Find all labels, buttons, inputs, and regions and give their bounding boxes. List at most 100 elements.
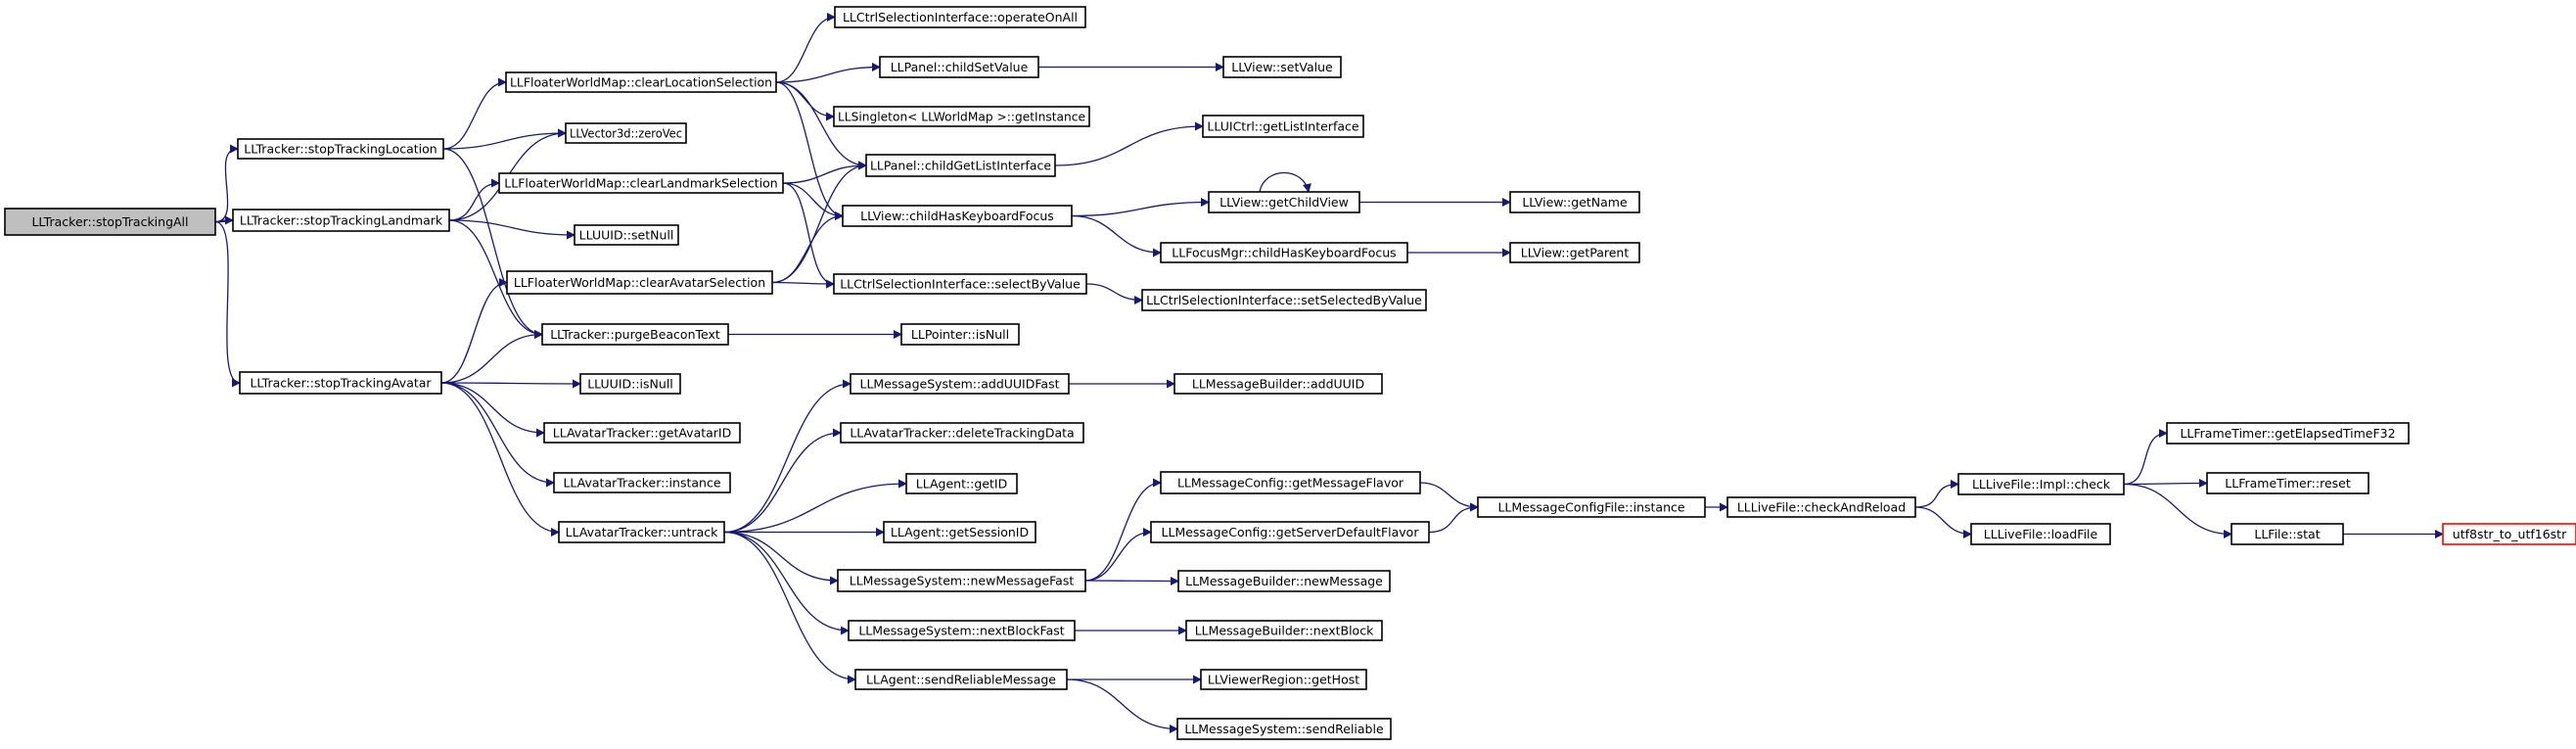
node-box — [232, 209, 450, 232]
node-llctrlselectioninterface-setselectedbyvalue[interactable]: LLCtrlSelectionInterface::setSelectedByV… — [1141, 289, 1427, 311]
node-box — [1150, 521, 1430, 543]
node-box — [833, 273, 1087, 295]
node-llagent-getid[interactable]: LLAgent::getID — [905, 473, 1018, 494]
node-box — [848, 620, 1076, 641]
node-llmessagebuilder-newmessage[interactable]: LLMessageBuilder::newMessage — [1177, 570, 1391, 592]
node-lltracker-stoptrackingall[interactable]: LLTracker::stopTrackingAll — [4, 208, 216, 236]
node-llmessagebuilder-nextblock[interactable]: LLMessageBuilder::nextBlock — [1185, 620, 1383, 641]
edge-lltracker-stoptrackinglocation-to-llvector3d-zerovec — [442, 128, 567, 150]
node-llmessagesystem-adduuidfast[interactable]: LLMessageSystem::addUUIDFast — [850, 373, 1070, 395]
node-box — [1200, 669, 1367, 690]
node-llavatartracker-instance[interactable]: LLAvatarTracker::instance — [553, 472, 731, 493]
edge-llavatartracker-untrack-to-llagent-sendreliablemessage — [723, 531, 856, 684]
node-box — [1970, 523, 2111, 545]
node-llview-getchildview[interactable]: LLView::getChildView — [1208, 191, 1360, 213]
edge-lltracker-stoptrackinglandmark-to-lltracker-purgebeacontext — [448, 219, 543, 340]
node-box — [1208, 191, 1360, 213]
node-llviewerregion-gethost[interactable]: LLViewerRegion::getHost — [1200, 669, 1367, 690]
node-llpanel-childgetlistinterface[interactable]: LLPanel::childGetListInterface — [865, 154, 1056, 177]
node-llmessagesystem-nextblockfast[interactable]: LLMessageSystem::nextBlockFast — [848, 620, 1076, 641]
node-llview-getname[interactable]: LLView::getName — [1509, 191, 1640, 213]
node-llpointer-isnull[interactable]: LLPointer::isNull — [900, 323, 1020, 346]
edge-lltracker-stoptrackingall-to-lltracker-stoptrackingavatar — [214, 220, 241, 388]
node-llsingleton-llworldmap-getinstance[interactable]: LLSingleton< LLWorldMap >::getInstance — [833, 106, 1090, 127]
edge-llfloaterworldmap-clearlocationselection-to-llpanel-childgetlistinterface — [775, 81, 867, 170]
node-llvector3d-zerovec[interactable]: LLVector3d::zeroVec — [565, 122, 687, 144]
node-llctrlselectioninterface-operateonall[interactable]: LLCtrlSelectionInterface::operateOnAll — [834, 6, 1086, 28]
node-llagent-getsessionid[interactable]: LLAgent::getSessionID — [883, 521, 1036, 543]
node-llmessagesystem-sendreliable[interactable]: LLMessageSystem::sendReliable — [1176, 718, 1392, 740]
node-box — [579, 373, 681, 395]
node-box — [1957, 473, 2125, 495]
node-label: LLCtrlSelectionInterface::operateOnAll — [843, 10, 1078, 24]
node-llmessagesystem-newmessagefast[interactable]: LLMessageSystem::newMessageFast — [837, 569, 1086, 592]
node-lltracker-purgebeacontext[interactable]: LLTracker::purgeBeaconText — [541, 323, 729, 346]
edge-llmessagesystem-newmessagefast-to-llmessageconfig-getmessageflavor — [1084, 478, 1162, 582]
node-box — [1202, 115, 1364, 138]
node-llavatartracker-untrack[interactable]: LLAvatarTracker::untrack — [558, 521, 725, 543]
node-label: LLCtrlSelectionInterface::selectByValue — [840, 277, 1081, 292]
node-label: LLMessageSystem::nextBlockFast — [858, 624, 1064, 638]
node-box — [833, 106, 1090, 127]
node-label: LLAgent::sendReliableMessage — [866, 673, 1056, 687]
node-label: LLMessageBuilder::addUUID — [1192, 377, 1364, 392]
node-label: LLView::childHasKeyboardFocus — [860, 209, 1054, 223]
node-llframetimer-getelapsedtimef32[interactable]: LLFrameTimer::getElapsedTimeF32 — [2166, 422, 2410, 445]
node-lltracker-stoptrackinglocation[interactable]: LLTracker::stopTrackingLocation — [237, 138, 444, 160]
node-llagent-sendreliablemessage[interactable]: LLAgent::sendReliableMessage — [854, 669, 1068, 690]
node-lllivefile-loadfile[interactable]: LLLiveFile::loadFile — [1970, 523, 2111, 545]
node-box — [498, 172, 784, 194]
node-llmessageconfig-getserverdefaultflavor[interactable]: LLMessageConfig::getServerDefaultFlavor — [1150, 521, 1430, 543]
node-lluictrl-getlistinterface[interactable]: LLUICtrl::getListInterface — [1202, 115, 1364, 138]
node-llmessageconfigfile-instance[interactable]: LLMessageConfigFile::instance — [1477, 496, 1706, 518]
node-llview-childhaskeyboardfocus[interactable]: LLView::childHasKeyboardFocus — [842, 205, 1073, 227]
node-lluuid-setnull[interactable]: LLUUID::setNull — [574, 224, 679, 246]
edge-lltracker-stoptrackingall-to-lltracker-stoptrackinglandmark — [214, 215, 234, 225]
node-box — [565, 122, 687, 144]
node-lltracker-stoptrackinglandmark[interactable]: LLTracker::stopTrackingLandmark — [232, 209, 450, 232]
node-label: LLTracker::stopTrackingLandmark — [240, 213, 443, 228]
node-box — [900, 323, 1020, 346]
node-llavatartracker-getavatarid[interactable]: LLAvatarTracker::getAvatarID — [543, 422, 741, 444]
node-label: LLView::getParent — [1521, 246, 1630, 260]
node-lltracker-stoptrackingavatar[interactable]: LLTracker::stopTrackingAvatar — [239, 371, 442, 395]
edge-lltracker-stoptrackingavatar-to-llavatartracker-untrack — [440, 382, 560, 538]
node-box — [854, 669, 1068, 690]
node-llmessagebuilder-adduuid[interactable]: LLMessageBuilder::addUUID — [1173, 373, 1383, 395]
node-label: LLMessageSystem::newMessageFast — [850, 574, 1075, 588]
node-lllivefile-checkandreload[interactable]: LLLiveFile::checkAndReload — [1726, 496, 1916, 518]
node-llview-getparent[interactable]: LLView::getParent — [1509, 242, 1640, 263]
node-label: LLFocusMgr::childHasKeyboardFocus — [1172, 246, 1396, 260]
node-llframetimer-reset[interactable]: LLFrameTimer::reset — [2206, 472, 2369, 494]
node-label: utf8str_to_utf16str — [2453, 527, 2567, 541]
node-label: LLLiveFile::Impl::check — [1972, 477, 2111, 492]
node-llavatartracker-deletetrackingdata[interactable]: LLAvatarTracker::deleteTrackingData — [840, 422, 1084, 444]
node-box — [1177, 570, 1391, 592]
node-box — [1176, 718, 1392, 740]
edge-lllivefile-checkandreload-to-lllivefile-impl-check — [1914, 479, 1959, 508]
node-llview-setvalue[interactable]: LLView::setValue — [1222, 56, 1342, 78]
node-llfocusmgr-childhaskeyboardfocus[interactable]: LLFocusMgr::childHasKeyboardFocus — [1160, 242, 1408, 263]
node-llpanel-childsetvalue[interactable]: LLPanel::childSetValue — [879, 56, 1039, 78]
node-label: LLFile::stat — [2254, 527, 2320, 541]
node-lluuid-isnull[interactable]: LLUUID::isNull — [579, 373, 681, 395]
node-box — [2231, 523, 2344, 545]
edge-llmessageconfig-getserverdefaultflavor-to-llmessageconfigfile-instance — [1428, 502, 1479, 534]
node-box — [1160, 471, 1421, 494]
node-llfloaterworldmap-clearavatarselection[interactable]: LLFloaterWorldMap::clearAvatarSelection — [506, 270, 773, 295]
node-lllivefile-impl-check[interactable]: LLLiveFile::Impl::check — [1957, 473, 2125, 495]
edge-llview-childhaskeyboardfocus-to-llfocusmgr-childhaskeyboardfocus — [1071, 214, 1162, 257]
node-label: LLLiveFile::checkAndReload — [1737, 500, 1906, 515]
edge-llfloaterworldmap-clearavatarselection-to-llctrlselectioninterface-selectbyvalue — [771, 279, 835, 289]
node-llfloaterworldmap-clearlandmarkselection[interactable]: LLFloaterWorldMap::clearLandmarkSelectio… — [498, 172, 784, 194]
node-llctrlselectioninterface-selectbyvalue[interactable]: LLCtrlSelectionInterface::selectByValue — [833, 273, 1087, 295]
node-llfile-stat[interactable]: LLFile::stat — [2231, 523, 2344, 545]
node-box — [558, 521, 725, 543]
node-label: LLView::getChildView — [1219, 195, 1349, 210]
node-utf8str-to-utf16str[interactable]: utf8str_to_utf16str — [2442, 523, 2576, 545]
node-label: LLPointer::isNull — [911, 327, 1009, 342]
node-llfloaterworldmap-clearlocationselection[interactable]: LLFloaterWorldMap::clearLocationSelectio… — [505, 71, 777, 93]
edge-llfloaterworldmap-clearlocationselection-to-llpanel-childsetvalue — [775, 62, 881, 83]
node-label: LLAvatarTracker::instance — [563, 476, 720, 491]
node-llmessageconfig-getmessageflavor[interactable]: LLMessageConfig::getMessageFlavor — [1160, 471, 1421, 494]
